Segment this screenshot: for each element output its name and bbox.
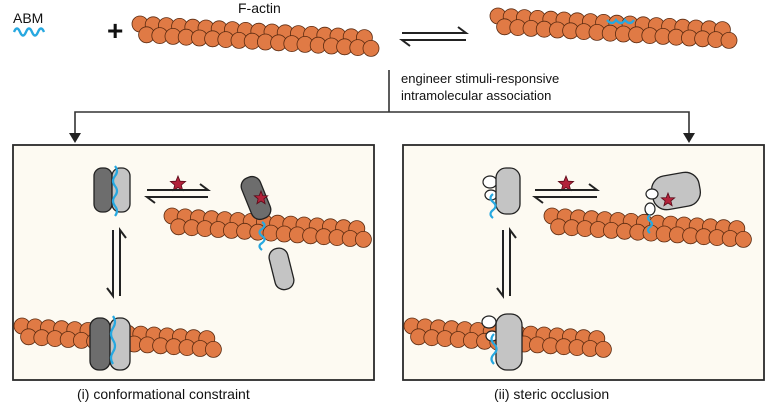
equilibrium-arrow-vertical-icon bbox=[106, 227, 127, 299]
abm-label: ABM bbox=[13, 10, 43, 26]
plus-icon: + bbox=[107, 15, 123, 46]
engineer-line2: intramolecular association bbox=[401, 88, 551, 103]
equilibrium-arrow-icon bbox=[532, 183, 600, 204]
stimulus-star-icon bbox=[557, 174, 575, 192]
actin-subunit bbox=[735, 230, 752, 248]
factin-label: F-actin bbox=[238, 0, 281, 16]
sensor-closed-on-actin bbox=[89, 315, 131, 371]
sensor-open-left bbox=[240, 175, 295, 291]
sensor-closed-left bbox=[93, 165, 131, 217]
abm-helix-icon bbox=[12, 27, 46, 37]
actin-filament-icon bbox=[163, 207, 372, 248]
actin-subunit bbox=[204, 340, 222, 358]
sensor-open-right bbox=[644, 171, 702, 234]
equilibrium-arrow-vertical-icon bbox=[496, 227, 517, 299]
branch-arrowhead-left bbox=[69, 133, 81, 143]
equilibrium-arrow-icon bbox=[144, 183, 211, 204]
stimulus-star-icon bbox=[169, 174, 187, 192]
branch-arrowhead-right bbox=[683, 133, 695, 143]
actin-subunit bbox=[354, 230, 372, 248]
caption-right: (ii) steric occlusion bbox=[494, 386, 609, 402]
branch-line bbox=[74, 111, 690, 138]
sensor-closed-on-actin-right bbox=[481, 313, 523, 371]
equilibrium-arrow-icon bbox=[399, 26, 469, 47]
actin-filament-icon bbox=[131, 15, 380, 57]
caption-left: (i) conformational constraint bbox=[77, 386, 250, 402]
abm-helix-bound-icon bbox=[606, 17, 635, 25]
engineer-line1: engineer stimuli-responsive bbox=[401, 71, 559, 86]
actin-subunit bbox=[362, 40, 380, 57]
actin-subunit bbox=[720, 32, 738, 49]
actin-filament-bound bbox=[489, 7, 738, 49]
actin-filament-icon bbox=[543, 207, 752, 248]
actin-subunit bbox=[595, 340, 612, 358]
sensor-closed-right bbox=[482, 167, 521, 219]
